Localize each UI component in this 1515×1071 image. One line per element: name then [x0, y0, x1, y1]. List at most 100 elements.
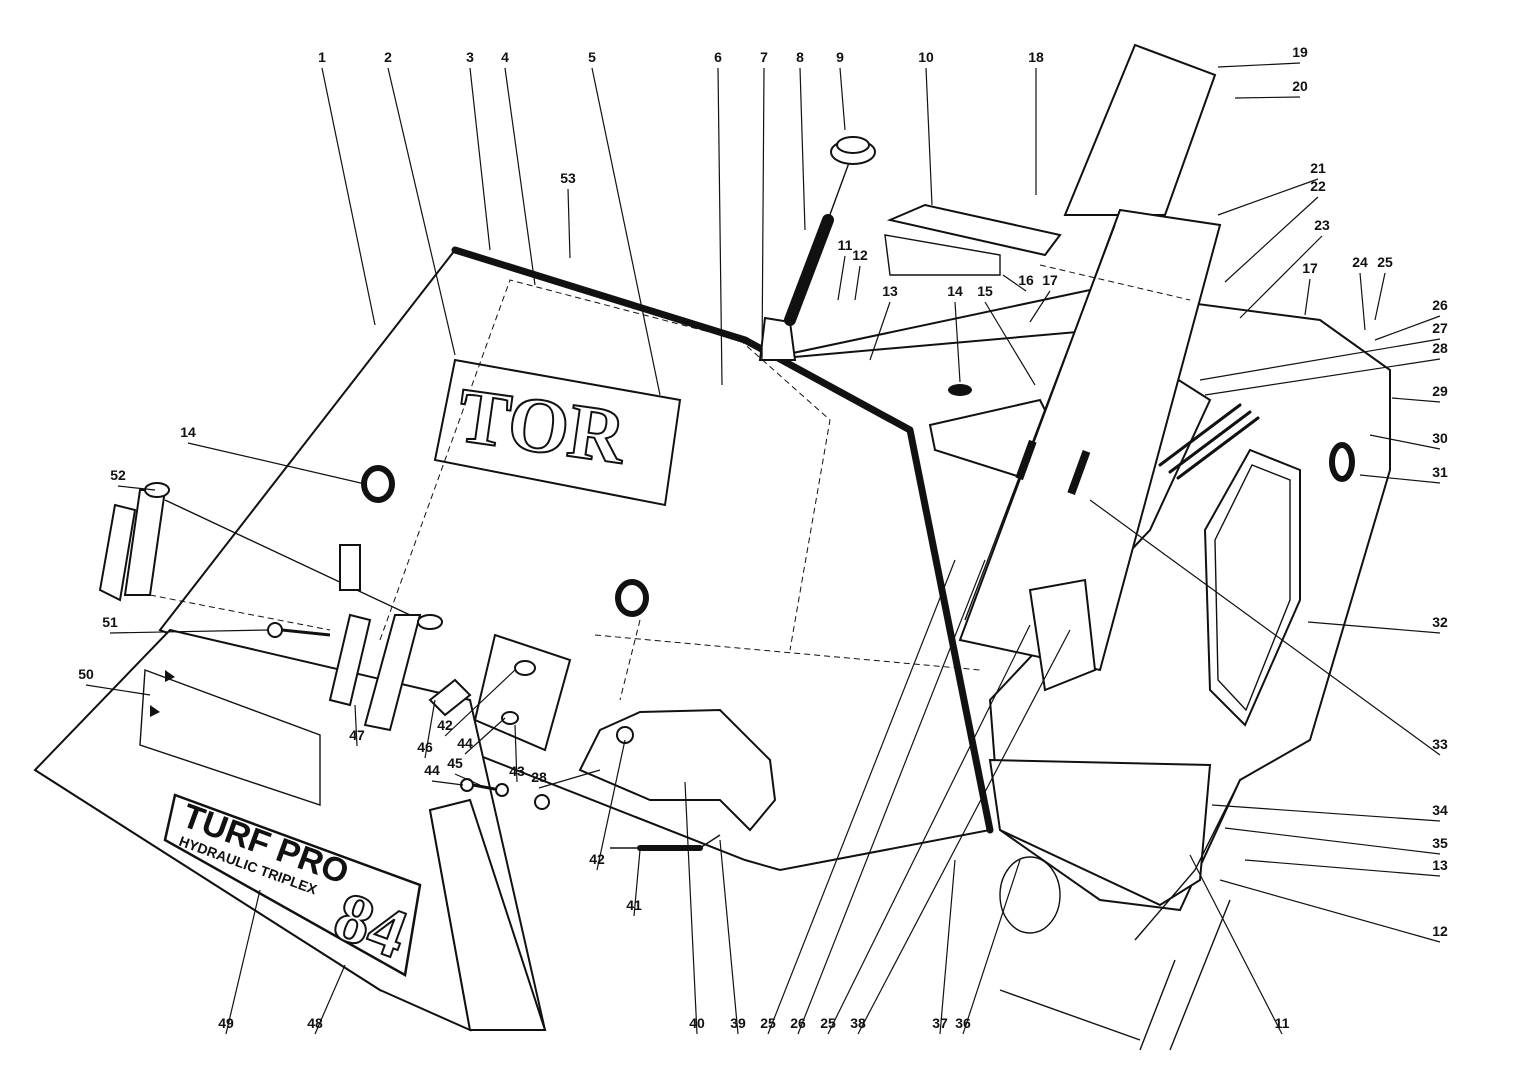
leader-c10 [925, 67, 933, 206]
callout-c49: 49 [218, 1015, 234, 1031]
callout-c20: 20 [1292, 78, 1308, 94]
callout-c28a: 28 [1432, 340, 1448, 356]
callout-c28b: 28 [531, 769, 547, 785]
leader-c37 [939, 859, 956, 1035]
leader-c48 [314, 964, 346, 1035]
callout-c46: 46 [417, 739, 433, 755]
callout-c8: 8 [796, 49, 804, 65]
leader-c25b [767, 559, 956, 1035]
callout-c9: 9 [836, 49, 844, 65]
leader-c29 [1391, 397, 1441, 403]
callout-c11a: 11 [838, 237, 853, 253]
leader-c17b [1304, 278, 1311, 316]
leader-c24 [1359, 272, 1366, 331]
leader-c33 [1089, 499, 1441, 756]
callout-c29: 29 [1432, 383, 1448, 399]
lever-assembly [534, 708, 777, 851]
leader-c49 [225, 889, 261, 1035]
leader-c45 [454, 773, 481, 786]
leader-c25a [1374, 272, 1386, 321]
callout-c19: 19 [1292, 44, 1308, 60]
leader-c44b [431, 780, 464, 786]
left-hinge [98, 482, 411, 631]
leader-c32 [1307, 621, 1441, 634]
callout-c51: 51 [102, 614, 118, 630]
leader-c38 [857, 629, 1071, 1035]
callout-c33: 33 [1432, 736, 1448, 752]
leader-c26a [1374, 315, 1441, 341]
callout-c44a: 44 [457, 735, 473, 751]
callout-c26a: 26 [1432, 297, 1448, 313]
leader-c21 [1217, 178, 1319, 216]
callout-c42a: 42 [437, 717, 453, 733]
bolt-45 [460, 778, 509, 797]
callout-c1: 1 [318, 49, 326, 65]
callout-c31: 31 [1432, 464, 1448, 480]
callout-c11b: 11 [1275, 1015, 1290, 1031]
callout-c30: 30 [1432, 430, 1448, 446]
trim-strip [451, 246, 994, 834]
callout-c35: 35 [1432, 835, 1448, 851]
callout-c24: 24 [1352, 254, 1368, 270]
leader-c52 [117, 485, 156, 491]
leader-c36 [962, 859, 1021, 1035]
callout-c17b: 17 [1302, 260, 1318, 276]
callout-c25b: 25 [760, 1015, 776, 1031]
leader-c5 [591, 67, 661, 396]
callout-c14a: 14 [180, 424, 196, 440]
leader-c7 [761, 67, 765, 361]
callout-c21: 21 [1310, 160, 1326, 176]
leader-c46 [424, 699, 436, 759]
leader-c43 [514, 724, 518, 783]
callout-c14b: 14 [947, 283, 963, 299]
center-hinge [328, 544, 472, 732]
cover-36 [999, 856, 1061, 934]
leader-c25c [827, 624, 1031, 1035]
callout-c42b: 42 [589, 851, 605, 867]
leader-c28a [1204, 358, 1441, 396]
callout-c2: 2 [384, 49, 392, 65]
grommet-31 [1329, 442, 1355, 482]
callout-c38: 38 [850, 1015, 866, 1031]
leader-c53 [567, 188, 571, 259]
callout-c39: 39 [730, 1015, 746, 1031]
callout-c45: 45 [447, 755, 463, 771]
leader-c22 [1224, 196, 1319, 283]
leader-c13a [869, 301, 891, 361]
callout-c25a: 25 [1377, 254, 1393, 270]
leader-c35 [1224, 827, 1441, 855]
callout-c34: 34 [1432, 802, 1448, 818]
leader-c13b [1244, 859, 1441, 877]
grommet-14-top [948, 384, 972, 396]
leader-c15 [984, 301, 1036, 386]
leader-c9 [839, 67, 846, 131]
callout-c53: 53 [560, 170, 576, 186]
leader-c23 [1239, 235, 1323, 319]
bracket-43 [473, 633, 572, 752]
right-body [759, 288, 1391, 1051]
leader-c19 [1217, 62, 1301, 68]
leader-c17a [1029, 290, 1051, 323]
leader-c12a [854, 265, 861, 301]
front-panel [33, 628, 547, 1032]
leader-lines [85, 62, 1441, 1035]
callout-c25c: 25 [820, 1015, 836, 1031]
leader-c34 [1211, 804, 1441, 822]
callout-c26b: 26 [790, 1015, 806, 1031]
leader-c11a [837, 255, 846, 301]
callout-c27: 27 [1432, 320, 1448, 336]
callout-c32: 32 [1432, 614, 1448, 630]
leader-c11b [1189, 854, 1283, 1035]
leader-c28b [538, 769, 601, 789]
leader-c2 [387, 67, 456, 356]
leader-c14a [187, 442, 366, 485]
cover-plate [886, 203, 1062, 257]
leader-c50 [85, 684, 151, 696]
leader-c41 [633, 849, 641, 917]
callout-c47: 47 [349, 727, 365, 743]
leader-c42b [596, 739, 626, 871]
leader-c31 [1359, 474, 1441, 484]
steering-post [758, 136, 876, 361]
callout-c43: 43 [509, 763, 525, 779]
